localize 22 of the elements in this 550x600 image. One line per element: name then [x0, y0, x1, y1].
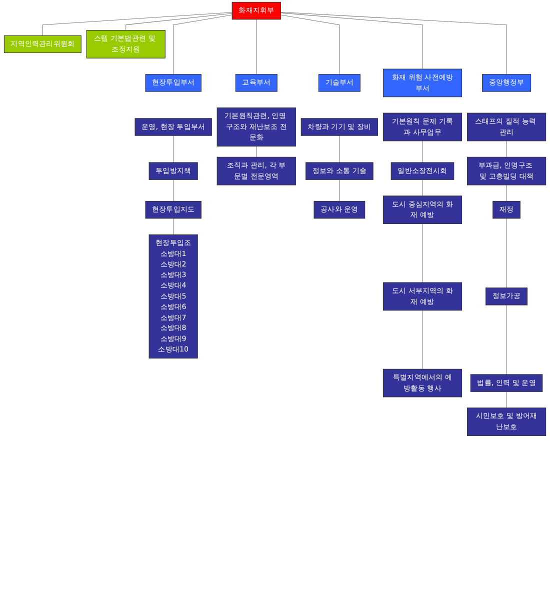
connector-line [256, 19, 257, 75]
connector-line [422, 223, 423, 283]
connector-line [422, 140, 423, 163]
connector-line [422, 310, 423, 370]
connector-line [173, 179, 174, 202]
connector-line [173, 135, 174, 163]
connector-line [280, 12, 507, 75]
connector-line [339, 179, 340, 202]
connector-line [42, 12, 232, 36]
connector-line [256, 146, 257, 158]
connector-line [506, 184, 507, 202]
connector-line [173, 14, 232, 75]
connector-line [506, 391, 507, 408]
connector-line [422, 179, 423, 196]
connector-line [280, 12, 423, 70]
connector-line [506, 304, 507, 375]
connector-line [173, 218, 174, 235]
connector-line [506, 218, 507, 288]
connector-line [126, 13, 232, 31]
connector-line [339, 135, 340, 163]
connector-line [280, 14, 340, 75]
connector-line [506, 140, 507, 158]
